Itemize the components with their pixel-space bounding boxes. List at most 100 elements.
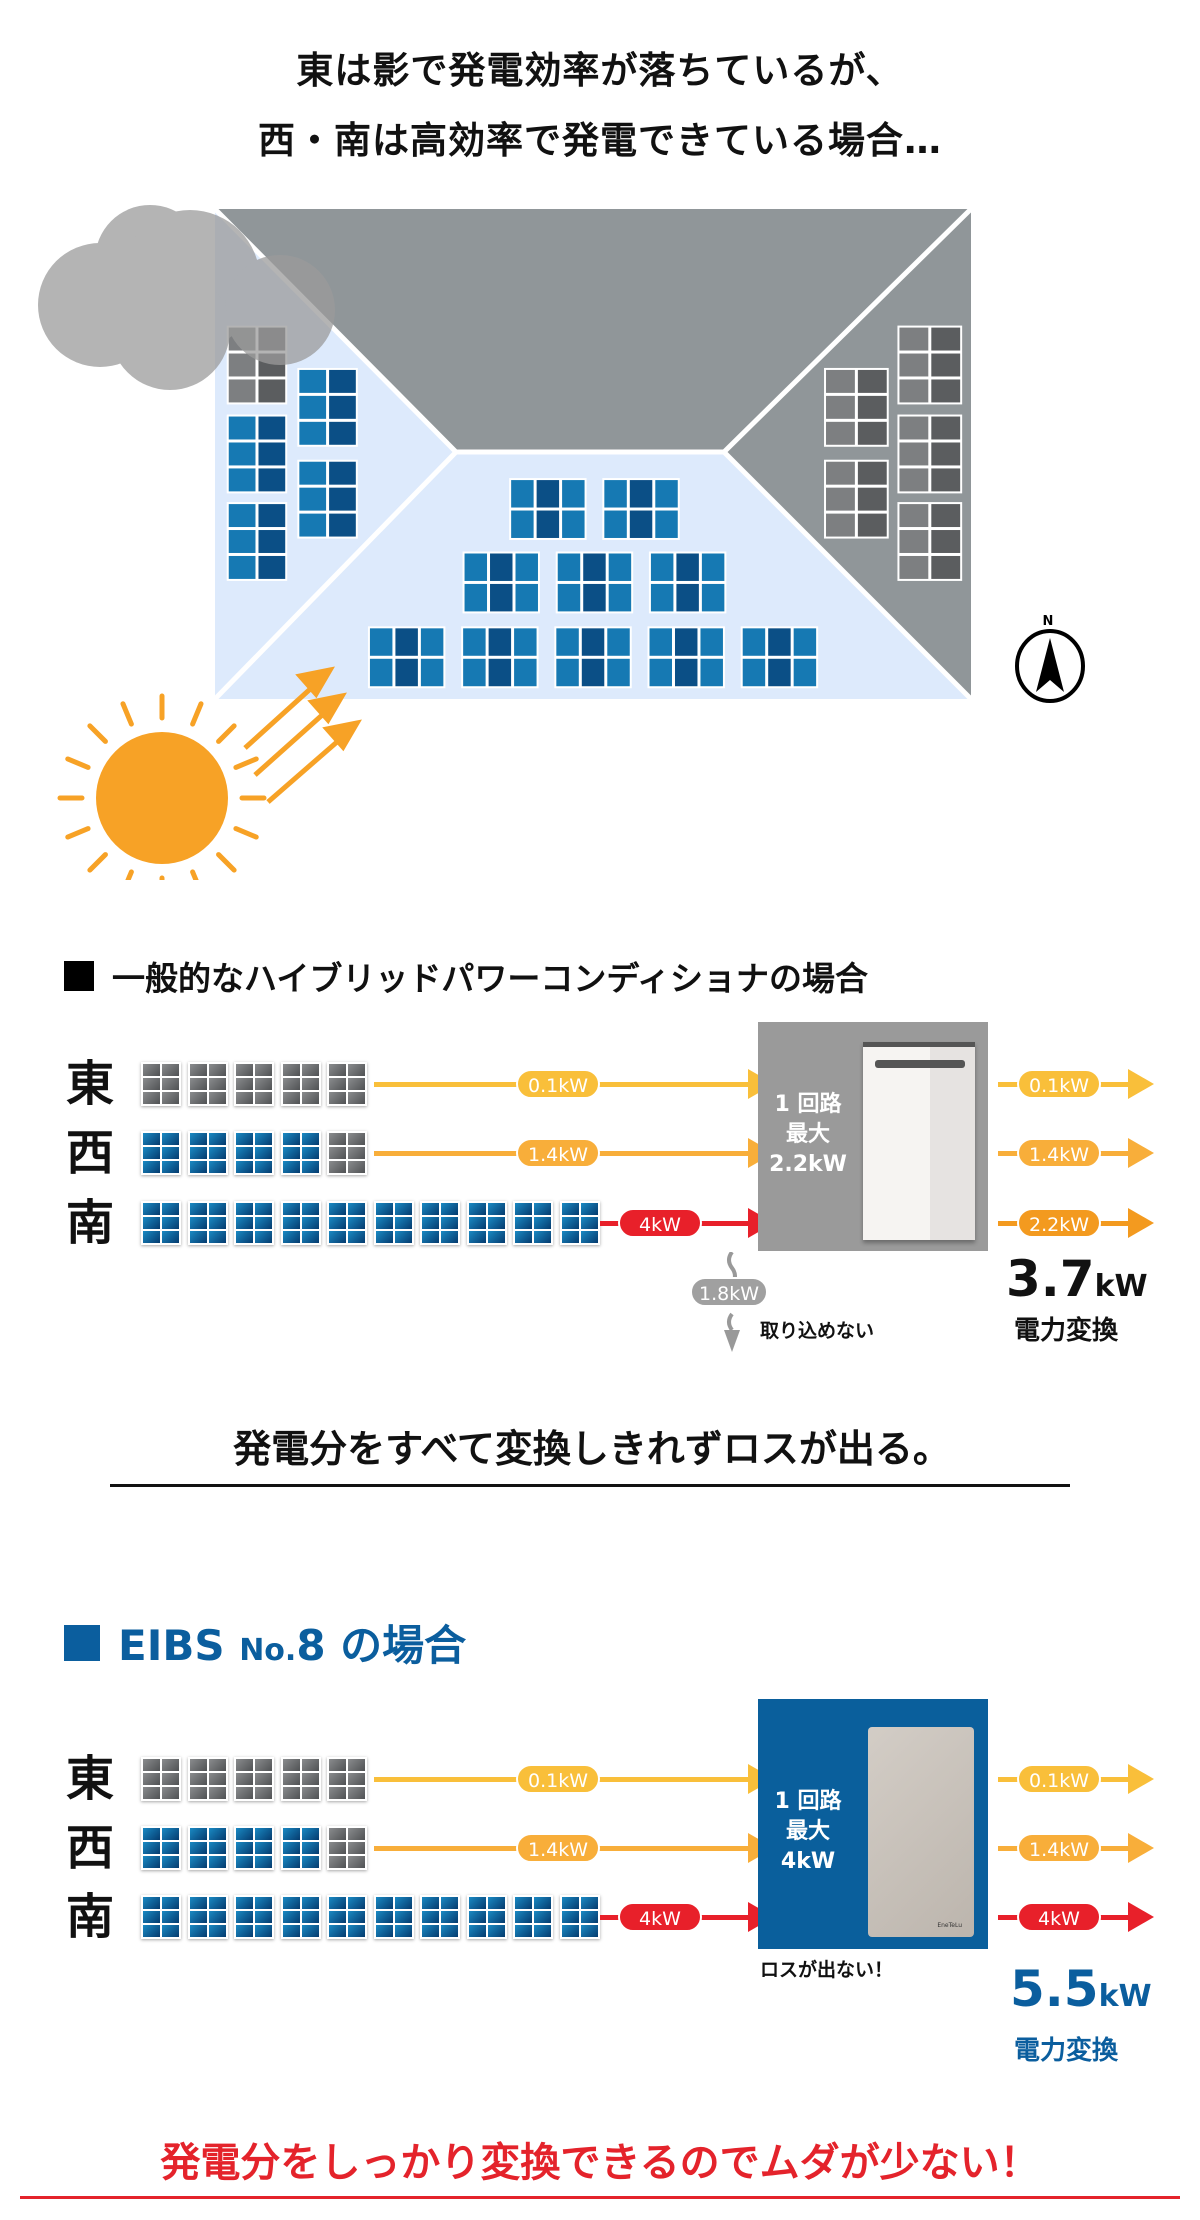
panel-cell [301, 1897, 319, 1909]
panel-cell [301, 1203, 319, 1215]
svg-text:N: N [1043, 614, 1054, 629]
solar-panel [141, 1895, 181, 1939]
panel-cell [143, 1828, 160, 1840]
solar-panel [897, 325, 963, 405]
panel-cell [329, 1828, 346, 1840]
panel-cell [422, 1925, 439, 1937]
panel-cell [255, 1911, 272, 1923]
panel-cell [561, 1203, 579, 1215]
box-text-capacity: 4kW [780, 1849, 836, 1874]
solar-panel [187, 1201, 228, 1245]
panel-cell [515, 1897, 532, 1909]
panel-cell [162, 1787, 179, 1799]
panel-cell [282, 1203, 300, 1215]
panel-cell [143, 1203, 160, 1215]
direction-label: 西 [65, 1820, 114, 1876]
hybrid-pcs-box: 1 回路 最大 2.2kW [758, 1022, 988, 1251]
panel-cell [208, 1925, 226, 1937]
solar-panel [234, 1201, 274, 1245]
output-arrow-head-icon [1128, 1833, 1154, 1863]
panel-cell [301, 1773, 319, 1785]
solar-panel [740, 626, 819, 689]
solar-panel [234, 1062, 274, 1106]
solar-panel [280, 1062, 321, 1106]
panel-cell [580, 1203, 598, 1215]
panel-cell [162, 1925, 179, 1937]
panel-cell [189, 1759, 207, 1771]
panel-cell [282, 1856, 300, 1868]
panel-cell [301, 1856, 319, 1868]
panel-cell [255, 1231, 272, 1243]
panel-cell [580, 1911, 598, 1923]
section1-slogan-underline [110, 1484, 1070, 1487]
panel-cell [441, 1217, 458, 1229]
panel-cell [282, 1759, 300, 1771]
panel-cell [329, 1231, 346, 1243]
section2-slogan-underline [20, 2196, 1180, 2199]
device-logo: EneTeLu [937, 1922, 962, 1929]
panel-cell [282, 1092, 300, 1104]
total-value: 3.7 [1006, 1250, 1095, 1308]
panel-cell [162, 1203, 179, 1215]
sun-ray [125, 869, 134, 880]
panel-cell [282, 1133, 300, 1145]
panel-cell [236, 1787, 253, 1799]
panel-cell [348, 1064, 365, 1076]
total-unit: kW [1098, 1979, 1152, 2014]
heading-square-icon [64, 1624, 100, 1661]
solar-panel [187, 1131, 228, 1175]
panel-cell [236, 1911, 253, 1923]
section2-slogan: 発電分をしっかり変換できるのでムダが少ない！ [160, 2140, 1040, 2186]
panel-cell [236, 1064, 253, 1076]
panel-cell [255, 1856, 272, 1868]
panel-cell [468, 1217, 486, 1229]
panel-cell [375, 1925, 393, 1937]
panel-cell [162, 1147, 179, 1159]
panel-cell [236, 1092, 253, 1104]
output-arrow-head-icon [1128, 1069, 1154, 1099]
panel-cell [468, 1925, 486, 1937]
sun-ray [190, 701, 204, 727]
panel-cell [561, 1897, 579, 1909]
panel-cell [208, 1897, 226, 1909]
panel-cell [348, 1828, 365, 1840]
panel-cell [580, 1925, 598, 1937]
panel-cell [255, 1925, 272, 1937]
panel-cell [329, 1064, 346, 1076]
solar-panel [513, 1895, 553, 1939]
panel-cell [534, 1231, 551, 1243]
roof-north-face [215, 209, 971, 452]
loss-value-pill: 1.8kW [690, 1277, 768, 1307]
sun-ray [65, 756, 91, 770]
solar-panel [280, 1131, 321, 1175]
panel-cell [394, 1925, 412, 1937]
panel-cell [162, 1773, 179, 1785]
panel-cell [580, 1231, 598, 1243]
total-unit: kW [1094, 1269, 1148, 1304]
output-value-pill: 1.4kW [1017, 1138, 1101, 1168]
panel-cell [580, 1897, 598, 1909]
panel-cell [189, 1078, 207, 1090]
sun-ray [216, 723, 237, 744]
panel-cell [561, 1925, 579, 1937]
panel-cell [348, 1147, 365, 1159]
panel-cell [282, 1911, 300, 1923]
panel-cell [255, 1759, 272, 1771]
eibs-box: 1 回路 最大 4kW EneTeLu [758, 1699, 988, 1949]
panel-cell [468, 1911, 486, 1923]
panel-cell [329, 1133, 346, 1145]
panel-cell [189, 1064, 207, 1076]
panel-cell [162, 1759, 179, 1771]
panel-cell [329, 1078, 346, 1090]
panel-cell [329, 1897, 346, 1909]
solar-panel [187, 1757, 228, 1801]
panel-cell [189, 1911, 207, 1923]
sun-ray [120, 701, 134, 727]
box-text-max: 最大 [785, 1122, 830, 1147]
panel-cell [515, 1217, 532, 1229]
solar-panel [327, 1895, 367, 1939]
output-value-pill: 0.1kW [1017, 1069, 1101, 1099]
panel-cell [348, 1161, 365, 1173]
direction-label: 西 [65, 1125, 114, 1181]
solar-panel [234, 1757, 274, 1801]
